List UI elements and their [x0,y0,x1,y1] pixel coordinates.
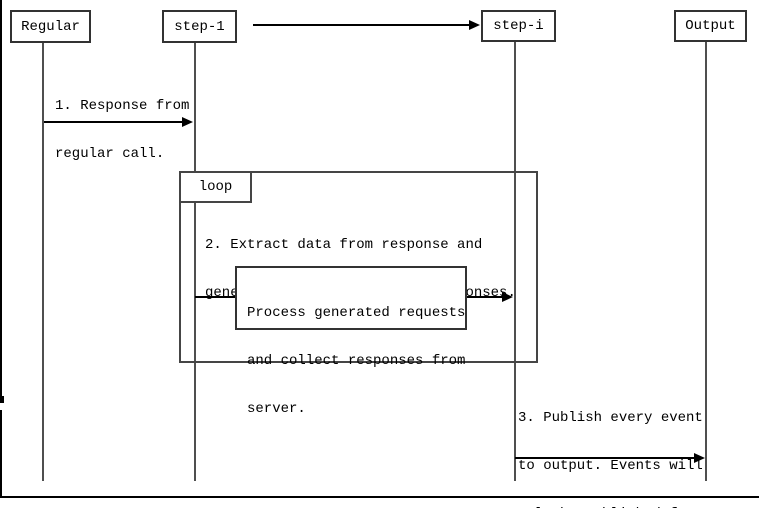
loop-fragment-frame [179,171,538,363]
left-edge-line-lower [0,410,2,497]
process-connector-right [467,296,504,298]
loop-label-text: loop [198,179,233,195]
actor-label-step-i: step-i [493,18,544,34]
message-3-arrow-line [515,457,695,459]
message-1-label: 1. Response from regular call. [55,66,189,194]
lifeline-output [705,42,707,481]
message-1-line-1: 1. Response from [55,98,190,114]
chain-arrow-line [253,24,471,26]
lifeline-regular [42,43,44,481]
message-1-arrow-line [44,121,183,123]
message-2-line-1: 2. Extract data from response and [205,237,483,253]
lifeline-step-i [514,42,516,481]
message-3-line-2: to output. Events will [518,458,703,474]
message-1-line-2: regular call. [55,146,165,162]
process-arrow-head-icon [502,292,513,302]
actor-label-output: Output [685,18,736,34]
process-connector-left [195,296,235,298]
actor-box-regular: Regular [10,10,91,43]
process-box-line-1: Process generated requests [247,305,466,321]
process-box-line-3: server. [247,401,306,417]
message-3-line-1: 3. Publish every event [518,410,703,426]
message-3-line-3: only be published for [518,506,711,508]
loop-fragment-label: loop [179,171,252,203]
bottom-edge-line [0,496,759,498]
process-box: Process generated requests and collect r… [235,266,467,417]
message-3-arrow-head-icon [694,453,705,463]
process-box-line-2: and collect responses from [247,353,466,369]
actor-label-regular: Regular [21,18,80,35]
actor-box-step-1: step-1 [162,10,237,43]
lifeline-step-1 [194,43,196,481]
actor-label-step-1: step-1 [174,18,225,35]
text-cursor-artifact [0,396,4,403]
message-1-arrow-head-icon [182,117,193,127]
chain-arrow-head-icon [469,20,480,30]
actor-box-step-i: step-i [481,10,556,42]
message-3-label: 3. Publish every event to output. Events… [518,378,711,508]
left-edge-line-upper [0,0,2,403]
actor-box-output: Output [674,10,747,42]
